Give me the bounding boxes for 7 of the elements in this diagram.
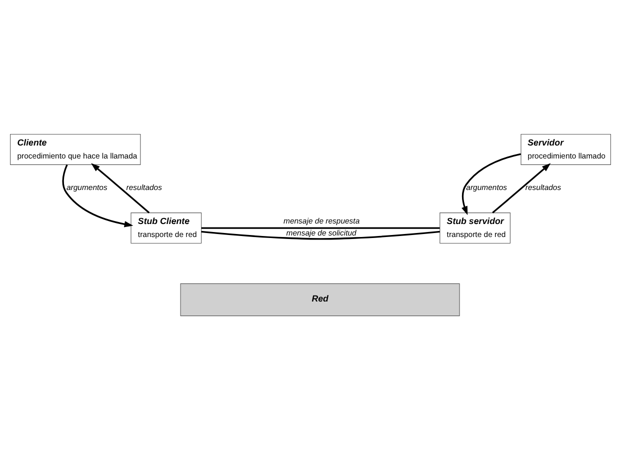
connector (201, 227, 440, 229)
connector (201, 230, 440, 240)
arrow (62, 164, 134, 228)
node-box: Red (180, 283, 460, 316)
arrow (91, 163, 150, 214)
arrow (462, 153, 522, 216)
arrow (492, 163, 551, 214)
